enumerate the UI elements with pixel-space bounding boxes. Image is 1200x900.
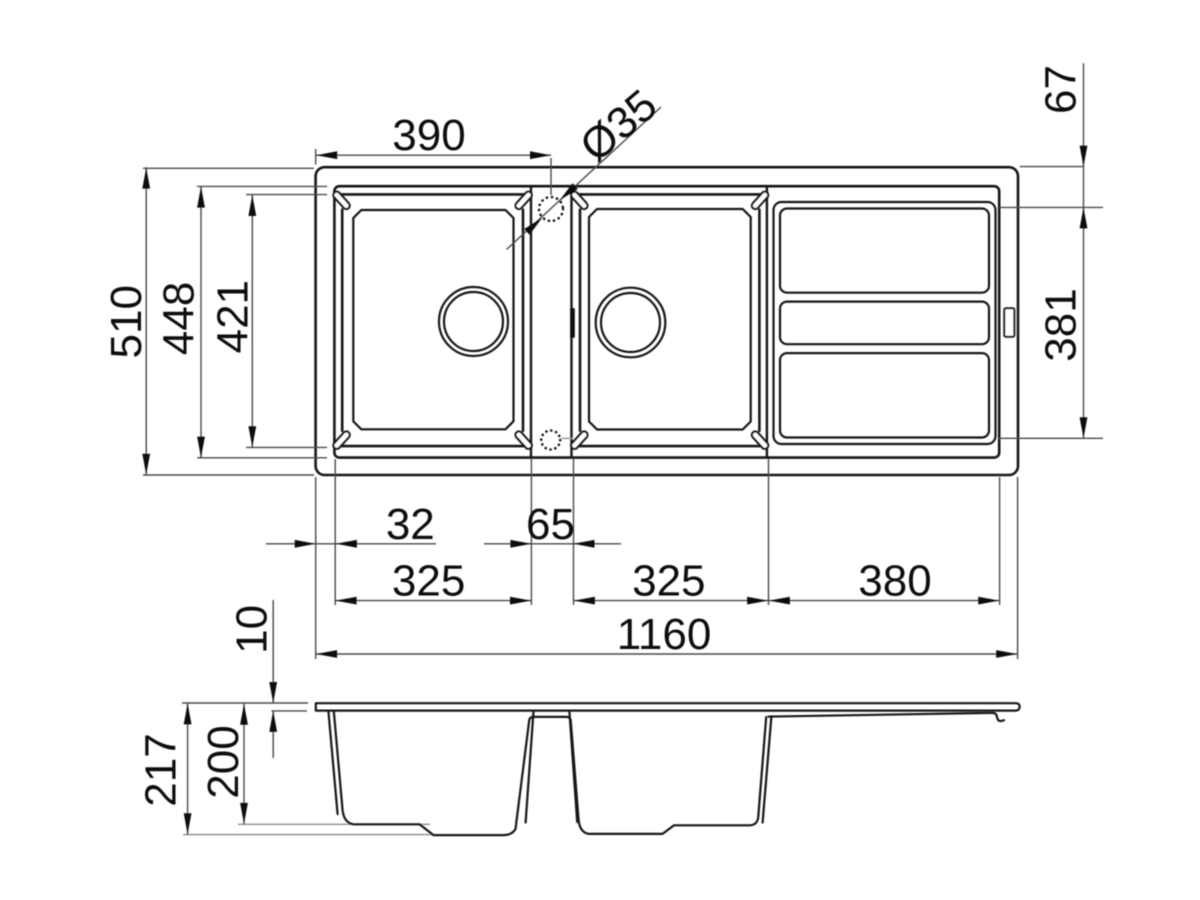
svg-text:421: 421 xyxy=(209,280,258,353)
svg-text:325: 325 xyxy=(632,557,705,606)
svg-text:325: 325 xyxy=(392,557,465,606)
svg-text:10: 10 xyxy=(228,605,277,654)
svg-text:390: 390 xyxy=(392,111,465,160)
svg-text:65: 65 xyxy=(526,500,575,549)
svg-text:381: 381 xyxy=(1037,288,1086,361)
svg-text:510: 510 xyxy=(102,285,151,358)
svg-text:448: 448 xyxy=(154,282,203,355)
svg-text:217: 217 xyxy=(137,733,186,806)
svg-text:67: 67 xyxy=(1037,65,1086,114)
svg-text:380: 380 xyxy=(858,557,931,606)
svg-text:1160: 1160 xyxy=(617,610,712,659)
svg-text:32: 32 xyxy=(386,500,435,549)
svg-text:200: 200 xyxy=(199,725,248,798)
